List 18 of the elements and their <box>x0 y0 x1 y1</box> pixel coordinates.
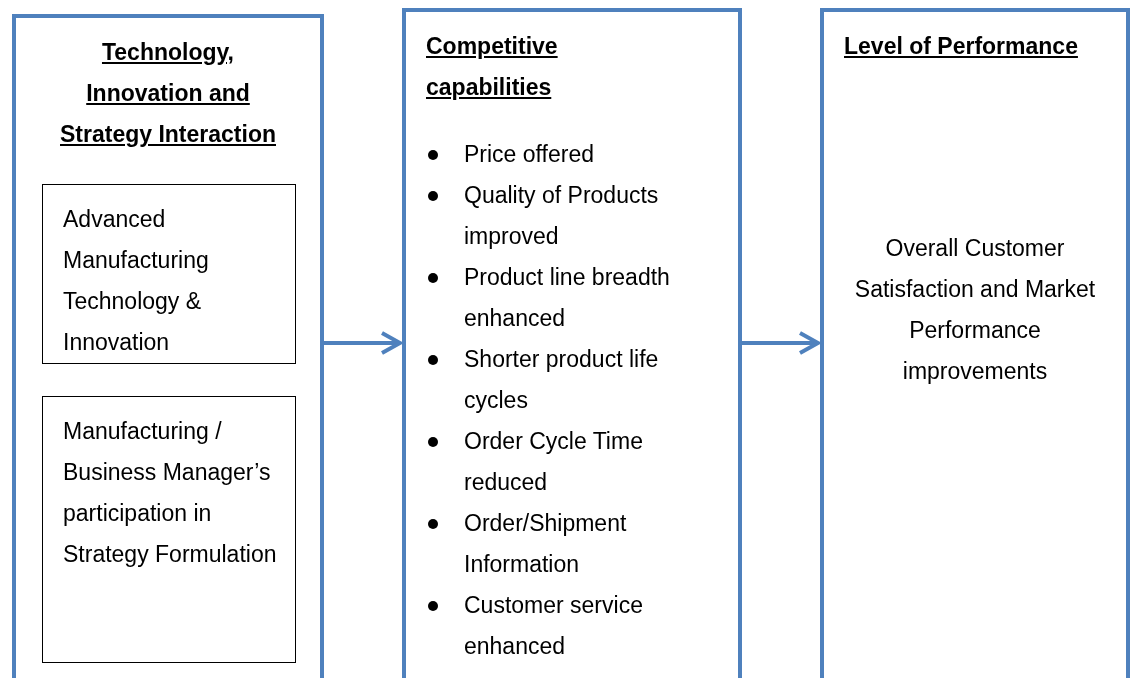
column-heading: Competitive capabilities <box>426 32 559 102</box>
text-box: Manufacturing / Business Manager’s participation in Strategy Formulation <box>42 396 296 663</box>
bullet-text: Price offered <box>464 140 595 169</box>
bullet-text: Shorter product life cycles <box>464 345 660 415</box>
column-heading: Technology, Innovation and Strategy Interaction <box>59 38 277 149</box>
column-panel <box>820 8 1130 678</box>
body-text: Overall Customer Satisfaction and Market Performance improvements <box>853 234 1097 386</box>
column-panel <box>12 14 324 678</box>
bullet-text: Quality of Products improved <box>464 181 660 251</box>
arrow <box>742 331 820 355</box>
text-box: Advanced Manufacturing Technology & Innovation <box>42 184 296 364</box>
column-panel <box>402 8 742 678</box>
bullet-text: Order Cycle Time reduced <box>464 427 644 497</box>
arrow <box>324 331 402 355</box>
bullet-text: Order/Shipment Information <box>464 509 628 579</box>
bullet-text: Customer service enhanced <box>464 591 644 661</box>
column-heading: Level of Performance <box>844 32 1078 61</box>
bullet-text: Product line breadth enhanced <box>464 263 671 333</box>
